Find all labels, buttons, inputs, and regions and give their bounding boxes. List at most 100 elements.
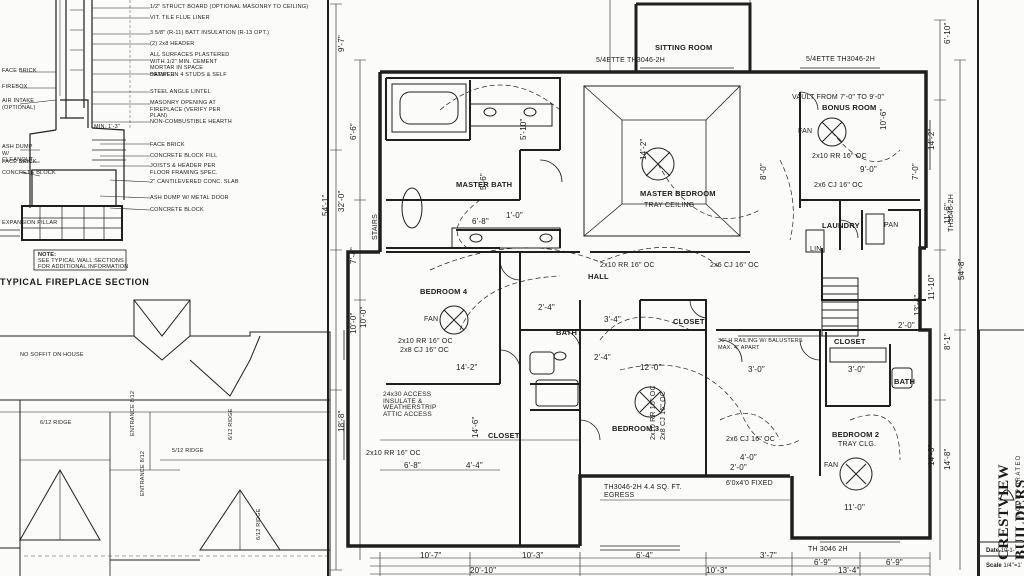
roof-plan-drawing [0, 299, 331, 576]
dimension-label: 9'-0" [860, 165, 877, 174]
room-closet: CLOSET [673, 317, 705, 326]
fireplace-callout: STEEL ANGLE LINTEL [150, 89, 211, 95]
dimension-label: 12'-0" [640, 363, 662, 372]
bottom-dimension: 10'-3" [522, 551, 544, 560]
label-linen: LIN. [810, 246, 824, 253]
room-bath: BATH [894, 377, 916, 386]
right-dimension: 11'-10" [927, 274, 936, 300]
dimension-label: 2'-4" [594, 353, 611, 362]
joist-note: 2x6 CJ 16" OC [726, 436, 776, 443]
left-dimension: 32'-0" [337, 190, 346, 212]
room-bath: BATH [556, 328, 578, 337]
room-master-bath: MASTER BATH [456, 180, 513, 189]
dimension-label: 2'-0" [898, 321, 915, 330]
fireplace-note-heading: NOTE: [38, 252, 57, 258]
fireplace-left-label: CONCRETE BLOCK [2, 170, 56, 176]
right-dimension: 54'-8" [957, 258, 966, 280]
room-bedroom-3: BEDROOM 3 [612, 424, 660, 433]
bottom-dimension: 3'-7" [760, 551, 777, 560]
attic-access-note: 24x30 ACCESS INSULATE & WEATHERSTRIP ATT… [383, 391, 437, 418]
right-dimension: 14'-2" [927, 128, 936, 150]
dimension-label: 1'-0" [506, 211, 523, 220]
joist-note: 2x10 RR 16" OC [650, 385, 657, 440]
dimension-label: 14'-2" [456, 363, 478, 372]
label-fan: FAN [824, 462, 839, 469]
right-dimension: 14'-3" [927, 444, 936, 466]
bottom-dimension: 10'-3" [706, 566, 728, 575]
date-label: Date [986, 548, 1000, 554]
roof-label: ENTRANCE 8/12 [140, 450, 146, 496]
room-hall: HALL [588, 272, 609, 281]
room-master-bedroom: MASTER BEDROOM [640, 189, 716, 198]
left-dimension: 54'-1" [321, 194, 330, 216]
right-dimension: 8'-1" [943, 333, 952, 350]
railing-note: 36" H RAILING W/ BALUSTERS MAX. 4" APART [718, 338, 803, 351]
date-field: Date 10-1- [986, 548, 1015, 554]
roof-label: ENTRANCE 8/12 [130, 390, 136, 436]
dimension-label: 4'-4" [466, 461, 483, 470]
fireplace-callout: ALL SURFACES PLASTERED WITH 1/2" MIN. CE… [150, 52, 230, 78]
floor-plan-drawing [343, 2, 932, 551]
dimension-label: 14'-2" [639, 138, 648, 160]
dimension-label: 11'-0" [844, 503, 865, 512]
joist-note: 2x8 CJ 16" OC [660, 390, 667, 440]
room-master-bedroom-ceiling: TRAY CEILING [644, 202, 695, 209]
company-logo-mark [999, 489, 1015, 501]
roof-label: 6/12 RIDGE [256, 508, 262, 540]
scale-label: Scale [986, 563, 1002, 569]
fireplace-left-label: ASH DUMP W/ CLEANOUT [2, 144, 34, 163]
dimension-label: 14'-6" [471, 416, 480, 438]
dimension-label: 10'-6" [879, 108, 888, 130]
dimension-label: 4'-0" [740, 453, 757, 462]
roof-label: 6/12 RIDGE [40, 420, 72, 426]
bottom-dimension: 6'-4" [636, 551, 653, 560]
fireplace-left-label: FIREBOX [2, 84, 28, 90]
joist-note: 2x10 RR 16" OC [600, 262, 655, 269]
fireplace-callout: FACE BRICK [150, 142, 185, 148]
fireplace-callout: (2) 2x8 HEADER [150, 41, 195, 47]
roof-label: 6/12 RIDGE [228, 408, 234, 440]
plan-note: TH 3046 2H [808, 546, 848, 553]
date-value: 10-1- [1000, 548, 1015, 554]
right-dimension: 14'-8" [943, 448, 952, 470]
fireplace-callout: MASONRY OPENING AT FIREPLACE (VERIFY PER… [150, 100, 221, 119]
fireplace-callout: VIT. TILE FLUE LINER [150, 15, 210, 21]
bottom-dimension: 10'-7" [420, 551, 442, 560]
dimension-label: 5'-6" [479, 173, 488, 190]
dimension-label: 3'-4" [604, 315, 621, 324]
egress-note: TH3046-2H 4.4 SQ. FT. EGRESS [604, 484, 682, 499]
company-incorporated: INCORPORATED [1016, 454, 1022, 520]
plan-note: STAIRS [372, 214, 379, 240]
fireplace-callout: ASH DUMP W/ METAL DOOR [150, 195, 229, 201]
fireplace-note-line: SEE TYPICAL WALL SECTIONS [38, 258, 124, 264]
left-dimension: 18'-8" [337, 410, 346, 432]
fireplace-callout: NON-COMBUSTIBLE HEARTH [150, 119, 232, 125]
dimension-label: 7'-0" [911, 163, 920, 180]
fireplace-callout: 2" CANTILEVERED CONC. SLAB [150, 179, 239, 185]
plan-note: VAULT FROM 7'-0" TO 9'-0" [792, 94, 885, 101]
fireplace-note-line: FOR ADDITIONAL INFORMATION [38, 264, 129, 270]
plan-note: 5/4ETTE TH3046-2H [806, 56, 876, 63]
joist-note: 2x6 CJ 16" OC [814, 182, 864, 189]
fireplace-callout: CONCRETE BLOCK FILL [150, 153, 218, 159]
dimension-label: 2'-0" [730, 463, 747, 472]
dimension-label: 13'-4" [913, 294, 922, 316]
bottom-dimension: 6'-9" [814, 558, 831, 567]
room-sitting-room: SITTING ROOM [655, 43, 713, 52]
fireplace-callout: 1/2" STRUCT BOARD (OPTIONAL MASONRY TO C… [150, 4, 309, 10]
dimension-label: 6'-8" [472, 217, 489, 226]
left-dimension: 6'-6" [349, 123, 358, 140]
joist-note: 2x6 CJ 16" OC [710, 262, 760, 269]
fireplace-section-title: TYPICAL FIREPLACE SECTION [0, 277, 150, 287]
room-bedroom-4: BEDROOM 4 [420, 287, 468, 296]
bottom-dimension: 6'-9" [886, 558, 903, 567]
label-fan: FAN [424, 316, 439, 323]
fireplace-left-label: FACE BRICK [2, 159, 37, 165]
dimension-label: 3'-0" [848, 365, 865, 374]
label-fan: FAN [798, 128, 813, 135]
title-block [978, 330, 1024, 576]
fireplace-callout: CONCRETE BLOCK [150, 207, 204, 213]
fireplace-left-label: EXPANSION PILLAR [2, 220, 58, 226]
room-laundry: LAUNDRY [822, 221, 860, 230]
left-dimension: 9'-7" [337, 35, 346, 52]
